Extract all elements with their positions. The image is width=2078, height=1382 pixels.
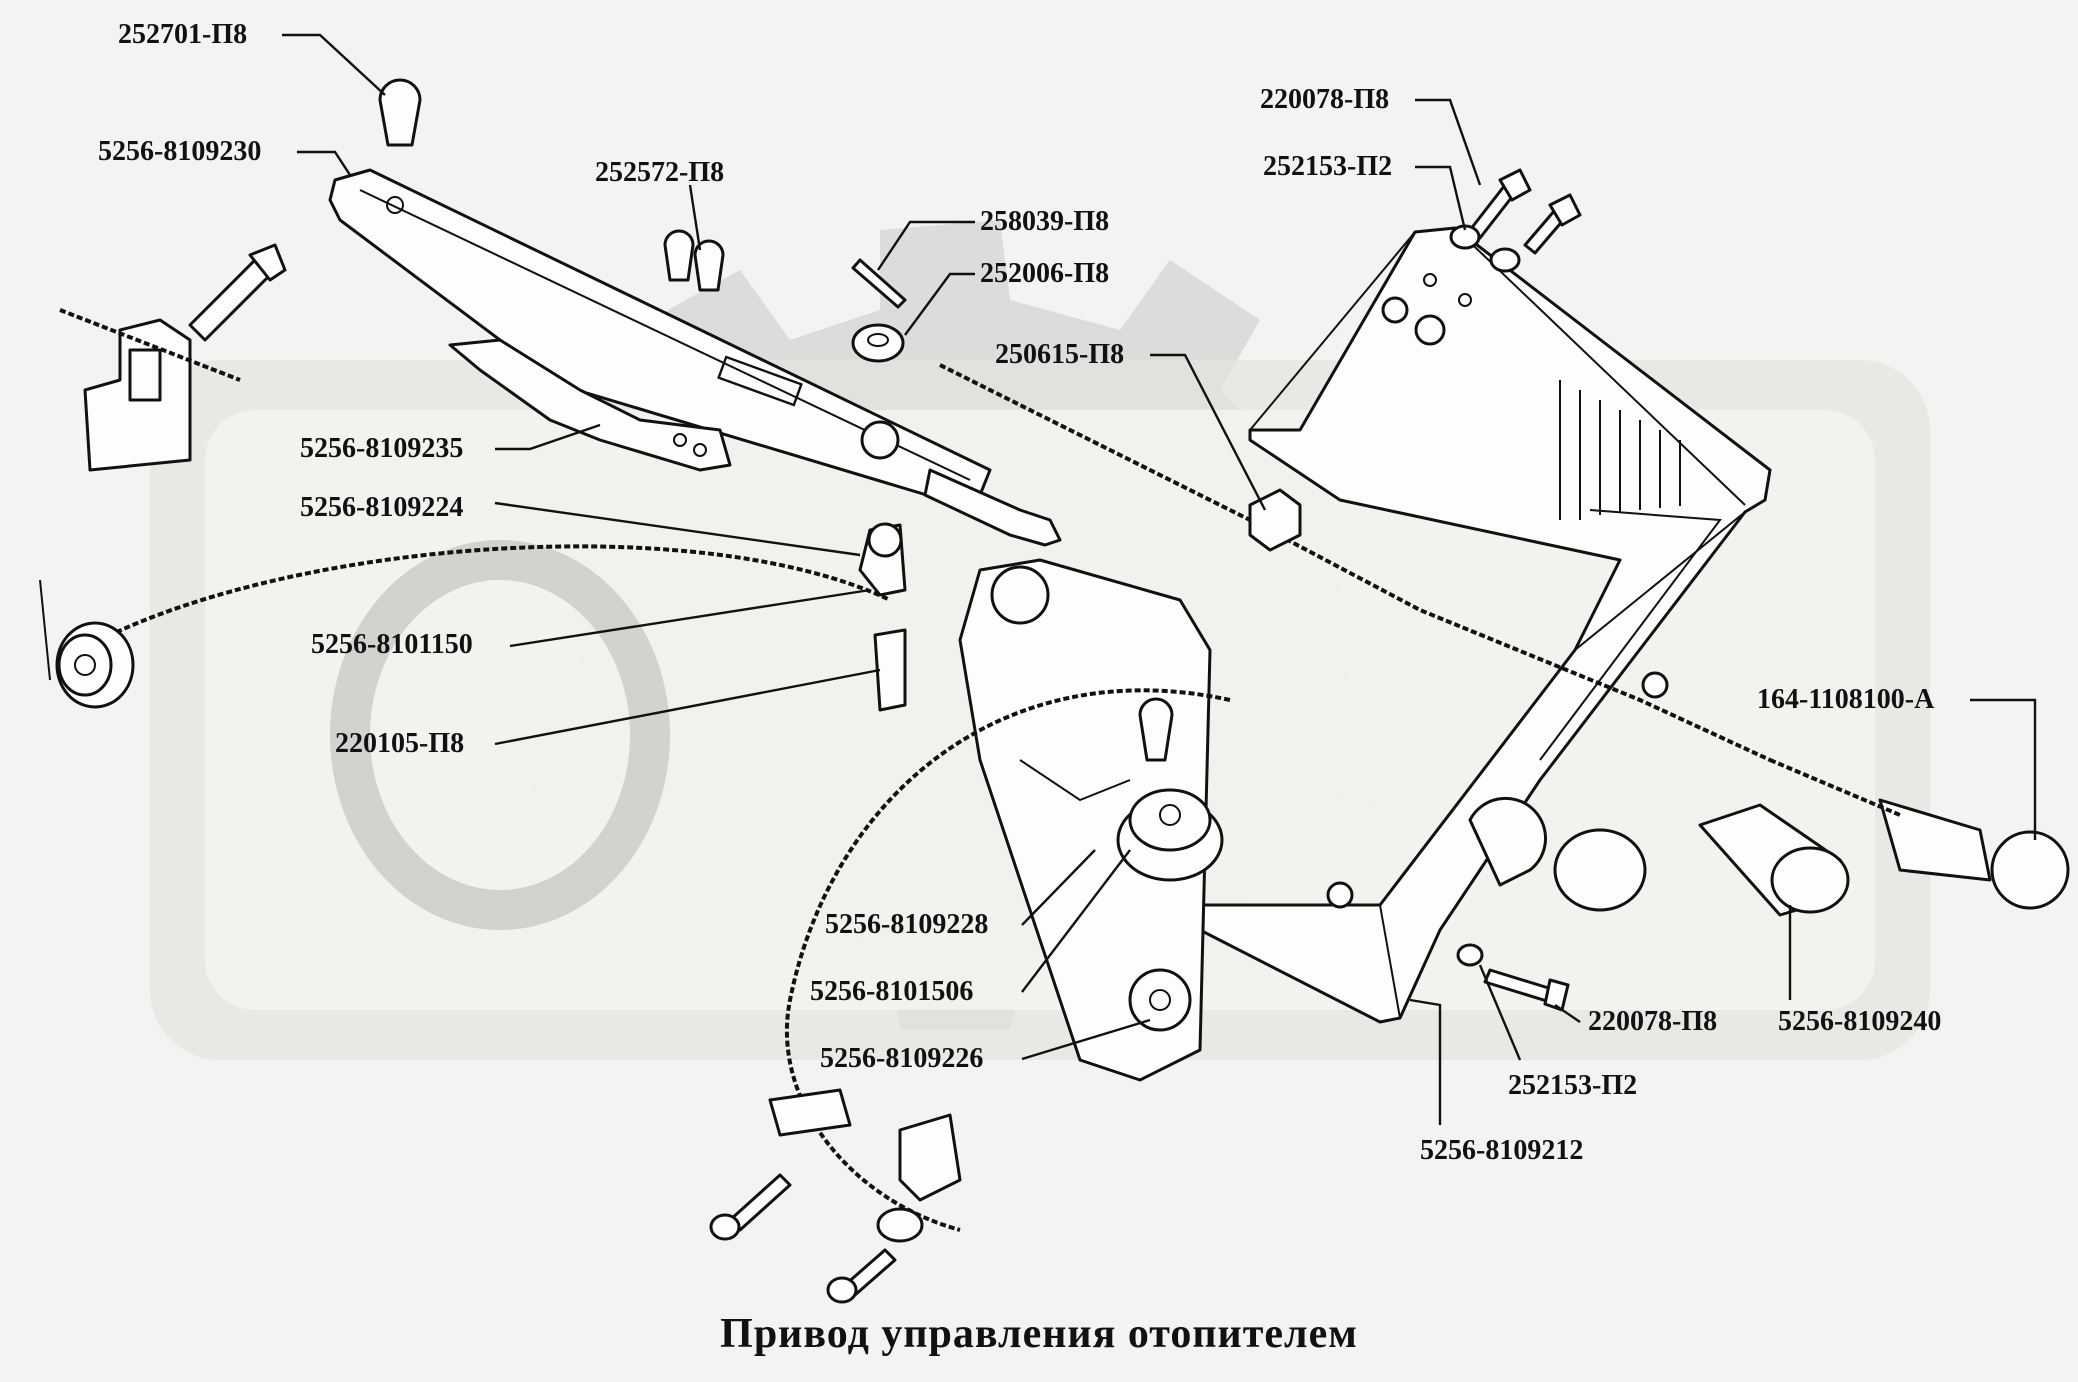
cable-clamp [858,522,907,597]
label-5256-8109230: 5256-8109230 [98,136,262,167]
label-252572-p8: 252572-П8 [595,157,725,188]
heater-cable [99,544,891,642]
label-5256-8109226: 5256-8109226 [820,1043,984,1074]
cable-roller-left [39,579,135,709]
label-5256-8109240: 5256-8109240 [1778,1006,1942,1037]
control-cable [939,363,1771,762]
cable-clip-bottom [768,1088,962,1243]
sub-lever [448,338,732,472]
control-knob [1468,758,2070,917]
label-258039-p8: 258039-П8 [980,206,1110,237]
label-5256-8109212: 5256-8109212 [1420,1135,1584,1166]
screw-lower-right [1456,943,1570,1012]
label-5256-8109224: 5256-8109224 [300,492,464,523]
label-252701-p8: 252701-П8 [118,19,248,50]
rivets [378,78,725,292]
bolt-upper-left [188,243,287,342]
return-cable [784,688,1231,1232]
label-5256-8101506: 5256-8101506 [810,976,974,1007]
heater-bracket [1193,226,1772,1024]
label-252153-p2-bottom: 252153-П2 [1508,1070,1638,1101]
leader-lines [282,33,2037,1125]
label-5256-8109235: 5256-8109235 [300,433,464,464]
label-250615-p8: 250615-П8 [995,339,1125,370]
pulley [1116,697,1224,882]
diagram-title: Привод управления отопителем [720,1311,1358,1357]
screw-center-left [873,628,907,712]
label-252153-p2-top: 252153-П2 [1263,151,1393,182]
label-220105-p8: 220105-П8 [335,728,465,759]
label-220078-p8-top: 220078-П8 [1260,84,1390,115]
label-5256-8101150: 5256-8101150 [311,629,473,660]
cotter-pin-washer [851,258,907,363]
lever-arm [328,168,1062,547]
label-5256-8109228: 5256-8109228 [825,909,989,940]
label-252006-p8: 252006-П8 [980,258,1110,289]
clamp-detail [59,308,241,472]
screws-bottom [709,1173,897,1304]
label-220078-p8-bottom: 220078-П8 [1588,1006,1718,1037]
label-164-1108100-a: 164-1108100-А [1757,684,1935,715]
screws-upper-right [1449,168,1582,273]
